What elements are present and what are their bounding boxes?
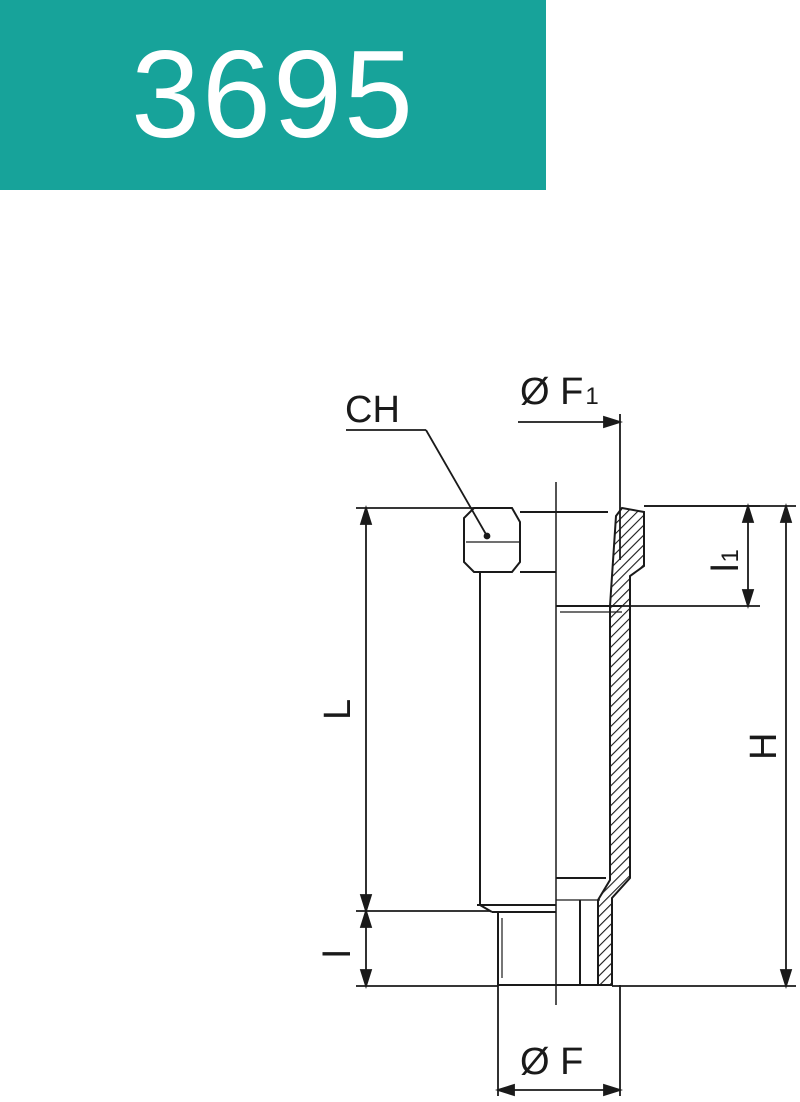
section-view — [556, 506, 645, 986]
f1-label-main: Ø F — [520, 371, 583, 413]
l1-label-sub: 1 — [717, 549, 744, 562]
bottom-thread-spigot — [492, 911, 556, 986]
f1-label-sub: 1 — [585, 383, 598, 410]
l-dimension — [356, 907, 498, 990]
product-code-banner: 3695 — [0, 0, 546, 190]
h-dimension — [612, 502, 796, 990]
f-label: Ø F — [520, 1041, 583, 1083]
fitting-body — [477, 572, 556, 913]
hex-nut — [463, 507, 556, 573]
h-label: H — [743, 733, 785, 760]
product-code: 3695 — [131, 26, 415, 164]
l1-label-main: l — [705, 564, 747, 572]
f1-label: Ø F1 — [520, 371, 599, 413]
f-dimension — [494, 985, 624, 1097]
l-label: l — [317, 950, 359, 958]
L-label: L — [317, 699, 359, 720]
f1-dimension — [518, 414, 624, 560]
l1-label: l1 — [705, 549, 747, 572]
L-dimension — [356, 504, 490, 915]
ch-leader — [346, 429, 491, 540]
ch-label: CH — [345, 389, 400, 431]
